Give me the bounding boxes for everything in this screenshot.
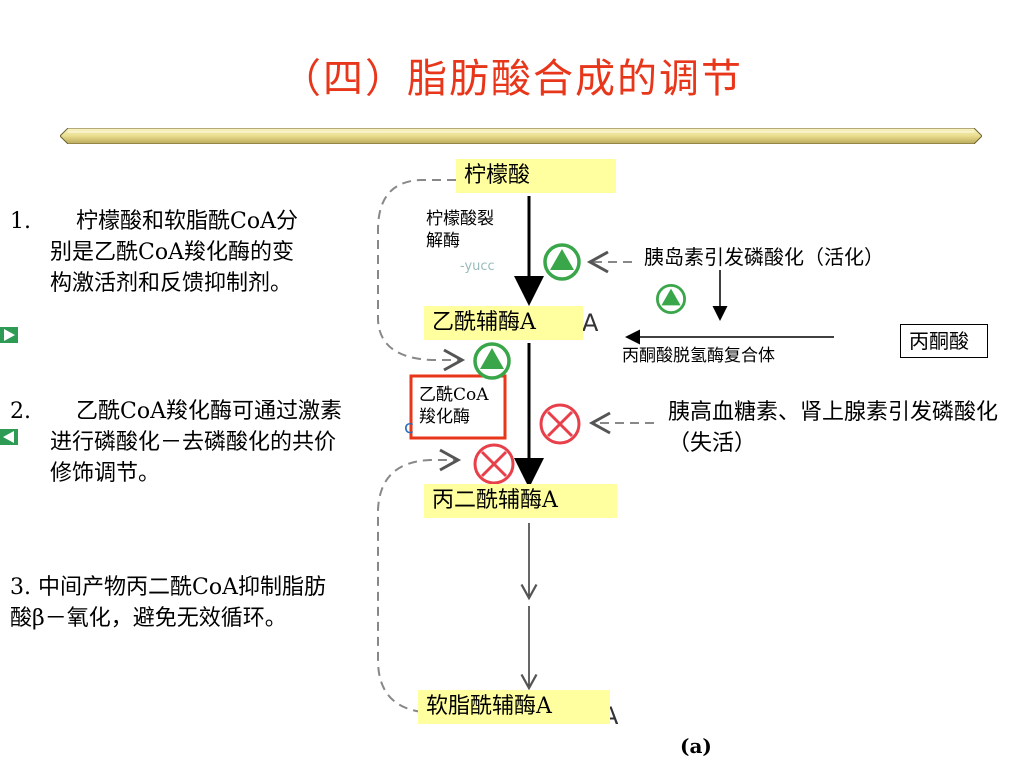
point-2-number: 2. <box>10 399 31 424</box>
point-3: 3. 中间产物丙二酰CoA抑制脂肪酸β－氧化，避免无效循环。 <box>10 572 328 634</box>
node-acetyl-coa: 乙酰辅酶A <box>424 306 583 340</box>
activate-icon <box>543 243 581 281</box>
activate-icon <box>473 342 511 380</box>
palmitoyl-inhibition-loop <box>377 448 462 713</box>
point-1: 1. 柠檬酸和软脂酰CoA分别是乙酰CoA羧化酶的变构激活剂和反馈抑制剂。 <box>10 206 315 299</box>
node-malonyl-coa: 丙二酰辅酶A <box>424 484 617 518</box>
insulin-label: 胰岛素引发磷酸化（活化） <box>644 245 884 269</box>
inhibit-icon <box>539 403 581 445</box>
point-3-number: 3. <box>10 575 31 600</box>
svg-text:c: c <box>404 417 414 438</box>
node-citrate: 柠檬酸 <box>456 159 616 193</box>
activate-icon <box>656 284 686 314</box>
node-pyruvate: 丙酮酸 <box>900 324 988 358</box>
node-palmitoyl-coa: 软脂酰辅酶A <box>418 690 610 724</box>
point-2: 2. 乙酰CoA羧化酶可通过激素进行磷酸化－去磷酸化的共价修饰调节。 <box>10 396 345 489</box>
enzyme-pdh-complex: 丙酮酸脱氢酶复合体 <box>622 346 775 366</box>
glucagon-label: 胰高血糖素、肾上腺素引发磷酸化（失活） <box>668 400 999 456</box>
svg-text:A: A <box>582 309 599 337</box>
figure-caption: (a) <box>680 734 712 758</box>
inhibit-icon <box>473 443 515 485</box>
carboxylase-highlight-box <box>409 374 507 440</box>
point-1-text: 柠檬酸和软脂酰CoA分别是乙酰CoA羧化酶的变构激活剂和反馈抑制剂。 <box>50 209 298 296</box>
citrate-activation-loop <box>377 179 466 372</box>
next-slide-button[interactable] <box>0 327 18 343</box>
point-1-number: 1. <box>10 209 31 234</box>
point-2-text: 乙酰CoA羧化酶可通过激素进行磷酸化－去磷酸化的共价修饰调节。 <box>50 399 342 486</box>
enzyme-citrate-lyase: 柠檬酸裂解酶 <box>426 209 494 251</box>
previous-slide-button[interactable] <box>0 429 18 445</box>
point-3-text: 3. 中间产物丙二酰CoA抑制脂肪酸β－氧化，避免无效循环。 <box>10 575 326 631</box>
enzyme-acetyl-coa-carboxylase: 乙酰CoA羧化酶 <box>419 385 489 427</box>
page-title: （四）脂肪酸合成的调节 <box>281 56 743 102</box>
title-divider-bar <box>60 128 982 144</box>
svg-text:-yucc: -yucc <box>460 259 495 274</box>
